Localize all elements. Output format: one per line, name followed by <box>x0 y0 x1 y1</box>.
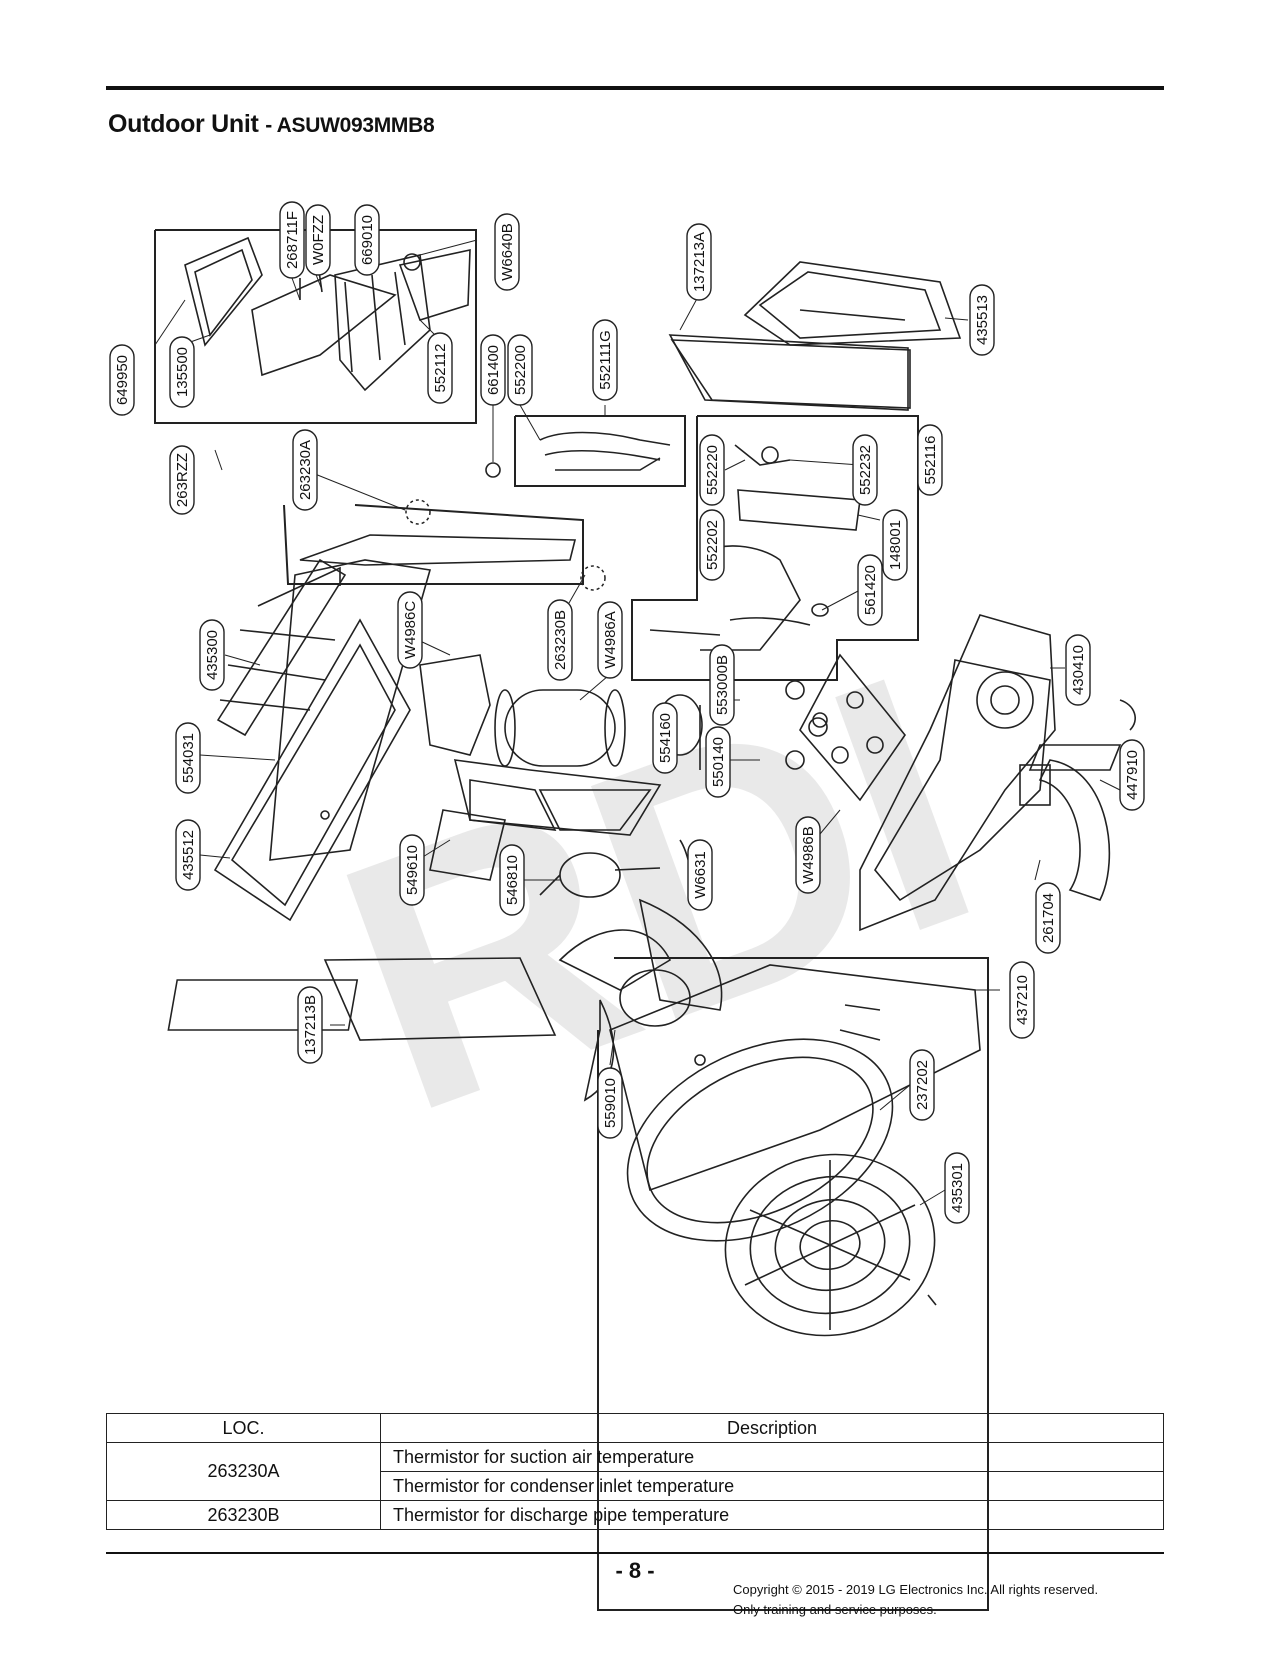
part-label: 137213B <box>302 995 319 1055</box>
part-label: 261704 <box>1040 893 1057 943</box>
part-label: 554160 <box>657 713 674 763</box>
part-label: 135500 <box>174 347 191 397</box>
shroud-drawing <box>1019 744 1122 901</box>
table-cell-description: Thermistor for discharge pipe temperatur… <box>380 1500 1164 1530</box>
table-header-row: LOC. Description <box>106 1413 1164 1443</box>
part-label: 263RZZ <box>174 453 191 507</box>
group-box-pipe <box>514 415 686 487</box>
part-label: 669010 <box>359 215 376 265</box>
part-label: 554031 <box>180 733 197 783</box>
part-label: 435512 <box>180 830 197 880</box>
part-label: 435513 <box>974 295 991 345</box>
part-label: 553000B <box>714 655 731 715</box>
part-label: 661400 <box>485 345 502 395</box>
part-label: 552232 <box>857 445 874 495</box>
part-label: W4986B <box>800 826 817 884</box>
part-label: 549610 <box>404 845 421 895</box>
part-label: 263230A <box>297 440 314 500</box>
page-title-text: Outdoor Unit <box>108 110 259 138</box>
part-label: 148001 <box>887 520 904 570</box>
side-panel-drawing <box>670 339 911 409</box>
group-box-valve <box>631 415 919 681</box>
table-header-description: Description <box>380 1413 1164 1443</box>
table-cell-loc: 263230B <box>106 1500 381 1530</box>
part-label: W4986C <box>402 601 419 660</box>
part-label: 237202 <box>914 1060 931 1110</box>
part-label: 430410 <box>1070 645 1087 695</box>
table-cell-description: Thermistor for condenser inlet temperatu… <box>380 1471 1164 1501</box>
table-header-loc: LOC. <box>106 1413 381 1443</box>
part-labels: 649950 135500 268711F W0FZZ 669010 W6640… <box>109 201 1145 1224</box>
front-panel-drawing <box>213 618 411 922</box>
table-cell-description: Thermistor for suction air temperature <box>380 1442 1164 1472</box>
part-label: 552202 <box>704 520 721 570</box>
group-box-sensor <box>283 504 584 585</box>
page-title: Outdoor Unit - ASUW093MMB8 <box>108 110 435 139</box>
part-label: 447910 <box>1124 750 1141 800</box>
fan-motor-bracket-drawing <box>419 654 491 756</box>
part-label: W0FZZ <box>310 215 327 265</box>
part-label: 546810 <box>504 855 521 905</box>
usage-note: Only training and service purposes. <box>733 1602 937 1617</box>
part-label: 263230B <box>552 610 569 670</box>
header-rule <box>106 86 1164 90</box>
part-label: 649950 <box>114 355 131 405</box>
pipe-assembly-drawing <box>485 431 861 651</box>
table-row: 263230A Thermistor for suction air tempe… <box>106 1442 1164 1501</box>
part-label: 550140 <box>710 737 727 787</box>
heat-exchanger-drawing <box>216 534 577 861</box>
right-side-frame-drawing <box>859 614 1136 932</box>
table-row: 263230B Thermistor for discharge pipe te… <box>106 1500 1164 1530</box>
part-label: 552112 <box>432 344 449 393</box>
location-table: LOC. Description 263230A Thermistor for … <box>106 1413 1164 1530</box>
page-number: - 8 - <box>615 1558 655 1583</box>
table-row: Thermistor for condenser inlet temperatu… <box>107 1471 1164 1501</box>
gasket-plate-drawing <box>799 653 906 802</box>
base-pan-drawing <box>167 957 557 1041</box>
part-label: 435301 <box>949 1163 966 1213</box>
table-cell-loc: 263230A <box>106 1442 381 1501</box>
top-cover-drawing <box>668 261 962 411</box>
part-label: 437210 <box>1014 975 1031 1025</box>
part-label: 552116 <box>922 436 939 485</box>
part-label: 268711F <box>284 211 301 269</box>
part-label: W4986A <box>602 611 619 669</box>
part-label: 552111G <box>597 330 614 390</box>
part-label: 561420 <box>862 565 879 615</box>
front-grille-drawing <box>609 964 981 1242</box>
part-label: 552200 <box>512 345 529 395</box>
copyright-line: Copyright © 2015 - 2019 LG Electronics I… <box>733 1582 1099 1597</box>
model-number: - ASUW093MMB8 <box>265 114 435 137</box>
part-label: 552220 <box>704 445 721 495</box>
thermistor-markers <box>405 499 606 591</box>
footer-rule <box>106 1552 1164 1554</box>
part-label: 559010 <box>602 1078 619 1128</box>
fan-guard-drawing <box>724 1153 937 1337</box>
part-label: W6631 <box>692 851 709 899</box>
compressor-mounts-drawing <box>785 680 828 770</box>
part-label: 137213A <box>691 232 708 292</box>
part-label: 435300 <box>204 630 221 680</box>
part-label: W6640B <box>499 223 516 281</box>
copyright-notice: Copyright © 2015 - 2019 LG Electronics I… <box>733 1580 1098 1620</box>
